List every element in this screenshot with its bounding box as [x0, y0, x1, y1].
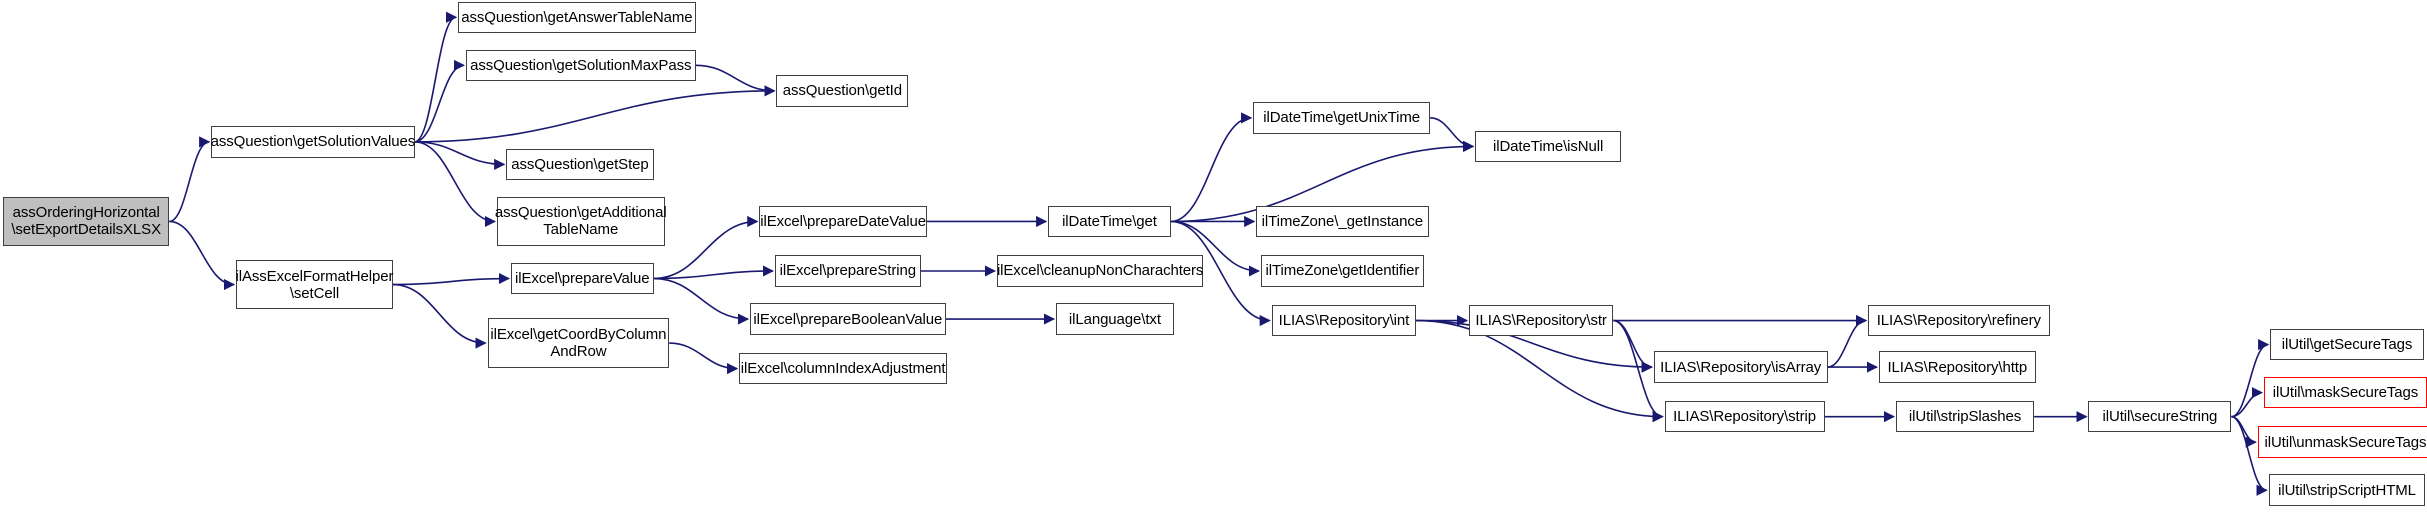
graph-edge — [392, 272, 510, 286]
graph-node[interactable]: assQuestion\getSolutionValues — [211, 126, 415, 158]
graph-node[interactable]: ILIAS\Repository\isArray — [1653, 351, 1828, 383]
graph-edge — [414, 141, 497, 228]
graph-edge — [414, 85, 776, 143]
graph-edge — [1170, 112, 1253, 223]
graph-node[interactable]: ilExcel\columnIndexAdjustment — [739, 352, 948, 385]
graph-edge — [2231, 387, 2264, 418]
graph-edge — [1827, 314, 1868, 368]
graph-node[interactable]: ilExcel\prepareString — [774, 255, 921, 287]
graph-node[interactable]: ilExcel\prepareDateValue — [759, 205, 927, 238]
graph-node[interactable]: assQuestion\getAnswerTableName — [458, 1, 696, 34]
graph-node[interactable]: ilTimeZone\getIdentifier — [1260, 255, 1424, 287]
graph-node[interactable]: assQuestion\getId — [776, 75, 909, 107]
graph-node[interactable]: ilExcel\prepareBooleanValue — [749, 303, 946, 335]
graph-node[interactable]: ilExcel\prepareValue — [510, 262, 654, 295]
graph-node[interactable]: ilUtil\unmaskSecureTags — [2257, 426, 2427, 458]
graph-node[interactable]: ILIAS\Repository\str — [1468, 304, 1614, 337]
graph-edge — [1430, 117, 1475, 152]
graph-node[interactable]: assQuestion\getStep — [506, 148, 654, 181]
graph-node[interactable]: ilDateTime\get — [1048, 205, 1171, 238]
graph-node[interactable]: ILIAS\Repository\http — [1878, 351, 2036, 383]
graph-node[interactable]: ilUtil\secureString — [2088, 400, 2232, 433]
graph-node[interactable]: ilAssExcelFormatHelper \setCell — [236, 259, 393, 310]
graph-edge — [653, 277, 750, 325]
graph-node[interactable]: ilUtil\stripScriptHTML — [2268, 474, 2426, 506]
graph-edge — [169, 220, 236, 291]
graph-edge — [2231, 339, 2270, 418]
graph-edge — [414, 141, 506, 171]
graph-node[interactable]: ilUtil\getSecureTags — [2270, 328, 2424, 361]
graph-edge — [169, 136, 211, 223]
graph-node[interactable]: ilDateTime\getUnixTime — [1253, 102, 1431, 134]
graph-node[interactable]: ilLanguage\txt — [1055, 303, 1174, 335]
graph-edge — [2231, 415, 2257, 448]
graph-edge — [414, 11, 458, 143]
graph-edge — [414, 59, 465, 143]
graph-node[interactable]: ilExcel\cleanupNonCharachters — [996, 255, 1203, 287]
graph-node[interactable]: ILIAS\Repository\strip — [1664, 400, 1825, 433]
graph-node[interactable]: assQuestion\getAdditional TableName — [495, 196, 667, 247]
graph-node[interactable]: assOrderingHorizontal \setExportDetailsX… — [3, 196, 170, 247]
graph-edge — [1613, 319, 1653, 373]
graph-edge — [653, 215, 759, 280]
graph-edge — [392, 283, 487, 349]
graph-node[interactable]: ilDateTime\isNull — [1475, 130, 1622, 163]
graph-node[interactable]: ILIAS\Repository\int — [1271, 304, 1417, 337]
graph-node[interactable]: ILIAS\Repository\refinery — [1867, 304, 2050, 337]
graph-node[interactable]: assQuestion\getSolutionMaxPass — [465, 49, 696, 82]
graph-edge — [695, 64, 776, 97]
graph-node[interactable]: ilUtil\maskSecureTags — [2263, 376, 2427, 409]
graph-node[interactable]: ilUtil\stripSlashes — [1895, 400, 2035, 433]
graph-edge — [669, 342, 739, 375]
graph-node[interactable]: ilTimeZone\_getInstance — [1256, 205, 1429, 238]
graph-edge — [653, 265, 774, 280]
graph-node[interactable]: ilExcel\getCoordByColumn AndRow — [487, 318, 670, 368]
